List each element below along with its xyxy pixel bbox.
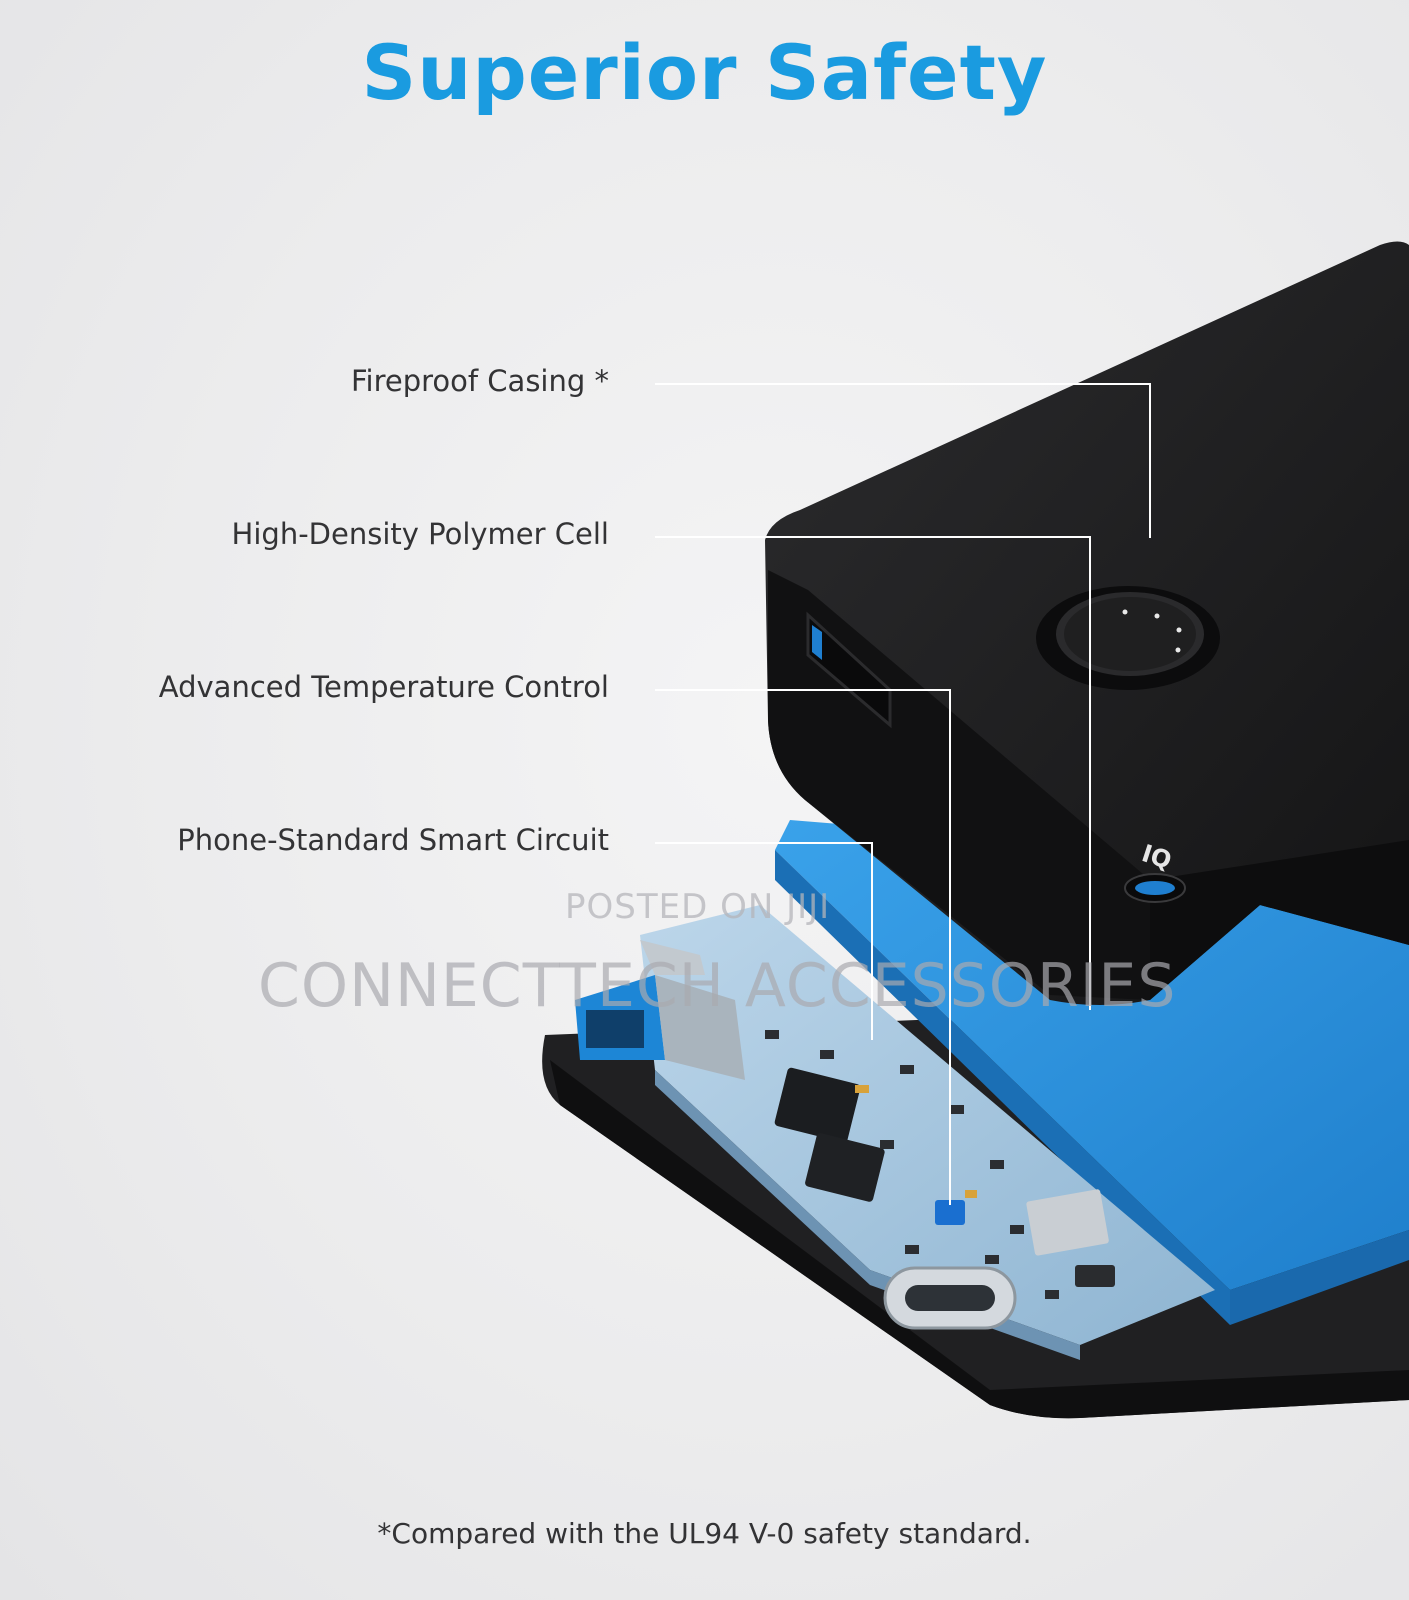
inductor [1026, 1189, 1109, 1256]
callout-line-cell [655, 536, 1091, 1010]
callout-fireproof-casing: Fireproof Casing * [350, 364, 609, 398]
callout-temperature-control: Advanced Temperature Control [158, 670, 609, 704]
chip-small [1075, 1265, 1115, 1287]
polymer-cell [775, 820, 1409, 1325]
callout-line-temperature [655, 689, 951, 1205]
casing-usb-a-slot [806, 611, 892, 729]
usb-a-port-icon [575, 940, 745, 1080]
watermark-seller: CONNECTTECH ACCESSORIES [258, 951, 1177, 1021]
power-button-icon [1036, 586, 1220, 690]
callout-smart-circuit: Phone-Standard Smart Circuit [177, 823, 609, 857]
page-title: Superior Safety [361, 28, 1048, 117]
callout-lines [655, 383, 1151, 1205]
callout-line-circuit [655, 842, 873, 1040]
chip-controller [805, 1133, 885, 1202]
callout-line-casing [655, 383, 1151, 538]
casing-usb-c-slot [1124, 873, 1186, 903]
temperature-sensor-chip [935, 1200, 965, 1225]
watermark-posted: POSTED ON JIJI [565, 887, 831, 927]
chip-main [774, 1067, 861, 1143]
fireproof-casing [765, 241, 1409, 1005]
smart-circuit-board [640, 905, 1215, 1360]
footnote: *Compared with the UL94 V-0 safety stand… [377, 1517, 1032, 1550]
callout-polymer-cell: High-Density Polymer Cell [231, 517, 609, 551]
usb-c-port-icon [883, 1266, 1017, 1330]
